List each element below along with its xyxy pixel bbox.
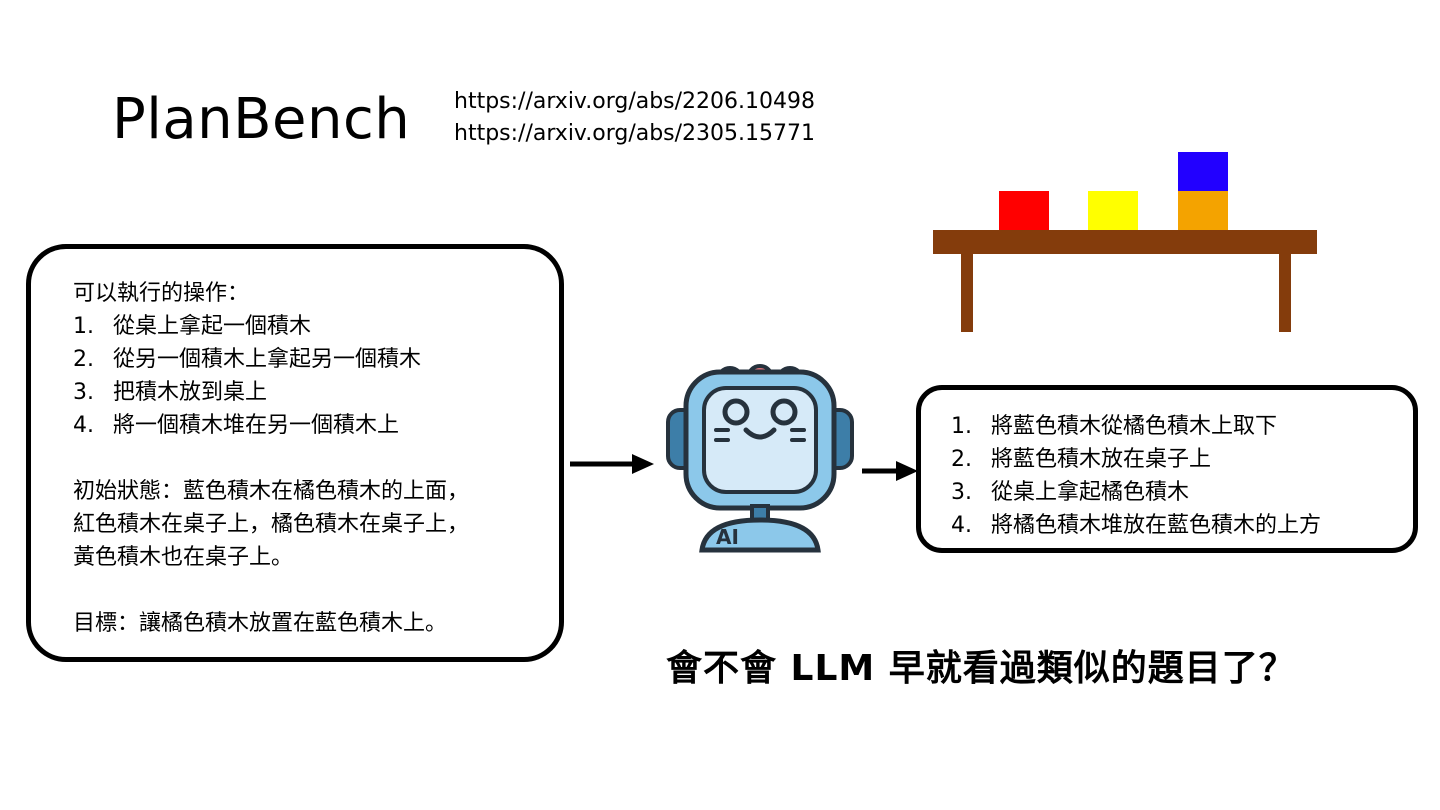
answer-text: 從桌上拿起橘色積木 [991,480,1190,505]
action-number: 3. [73,380,94,405]
answer-number: 4. [951,513,972,538]
orange-block [1178,191,1228,230]
answer-item: 1. 將藍色積木從橘色積木上取下 [951,410,1413,443]
red-block [999,191,1049,230]
action-item: 2. 從另一個積木上拿起另一個積木 [73,343,559,376]
answer-text: 將藍色積木從橘色積木上取下 [991,414,1278,439]
action-text: 將一個積木堆在另一個積木上 [113,413,400,438]
arrow-robot-to-answer [862,461,918,481]
prompt-box: 可以執行的操作： 1. 從桌上拿起一個積木 2. 從另一個積木上拿起另一個積木 3.… [26,244,564,662]
answer-number: 3. [951,480,972,505]
action-number: 4. [73,413,94,438]
action-item: 3. 把積木放到桌上 [73,376,559,409]
answer-box: 1. 將藍色積木從橘色積木上取下 2. 將藍色積木放在桌子上 3. 從桌上拿起橘色積木… [916,385,1418,553]
action-number: 1. [73,314,94,339]
answer-text: 將橘色積木堆放在藍色積木的上方 [991,513,1322,538]
robot-icon: AI [666,364,854,553]
robot-body [699,517,821,553]
answer-item: 4. 將橘色積木堆放在藍色積木的上方 [951,509,1413,542]
question-caption: 會不會 LLM 早就看過類似的題目了？ [666,648,1296,689]
arrow-prompt-to-robot [570,454,654,474]
table-leg-left [961,254,973,332]
initial-state-line: 初始狀態：藍色積木在橘色積木的上面， [73,479,470,504]
yellow-block [1088,191,1138,230]
table-leg-right [1279,254,1291,332]
answer-number: 2. [951,447,972,472]
action-item: 4. 將一個積木堆在另一個積木上 [73,409,559,442]
spacer [73,574,559,607]
action-number: 2. [73,347,94,372]
initial-state-line: 紅色積木在桌子上，橘色積木在桌子上， [73,512,470,537]
table-top [933,230,1317,254]
answer-item: 3. 從桌上拿起橘色積木 [951,476,1413,509]
robot-badge-text: AI [716,525,739,549]
action-item: 1. 從桌上拿起一個積木 [73,310,559,343]
robot-face [702,386,818,494]
action-text: 從桌上拿起一個積木 [113,314,312,339]
spacer [73,442,559,475]
action-text: 從另一個積木上拿起另一個積木 [113,347,422,372]
answer-text: 將藍色積木放在桌子上 [991,447,1212,472]
answer-item: 2. 將藍色積木放在桌子上 [951,443,1413,476]
actions-heading: 可以執行的操作： [73,281,250,306]
paper-link-2[interactable]: https://arxiv.org/abs/2305.15771 [454,121,816,146]
blocks-table-illustration [933,152,1317,332]
goal-line: 目標：讓橘色積木放置在藍色積木上。 [73,611,448,636]
blue-block [1178,152,1228,191]
action-text: 把積木放到桌上 [113,380,268,405]
slide-title: PlanBench [112,87,411,152]
paper-link-1[interactable]: https://arxiv.org/abs/2206.10498 [454,89,816,114]
initial-state-line: 黃色積木也在桌子上。 [73,545,294,570]
answer-number: 1. [951,414,972,439]
